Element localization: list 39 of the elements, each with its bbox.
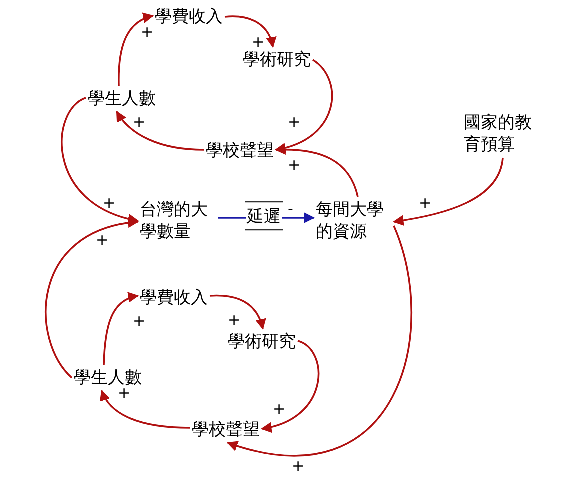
polarity-sign: + <box>133 115 146 130</box>
variable-label: 學校聲望 <box>206 140 274 162</box>
polarity-sign: + <box>273 402 286 417</box>
variable-label: 學術研究 <box>243 49 311 71</box>
polarity-sign: + <box>228 313 241 328</box>
arrow <box>45 218 140 379</box>
variable-label: 國家的教育預算 <box>464 112 540 156</box>
polarity-sign: + <box>288 115 301 130</box>
variable-label: 學費收入 <box>155 6 223 28</box>
variable-label: 學生人數 <box>74 367 142 389</box>
variable-label: 學費收入 <box>140 287 208 309</box>
variable-label: 學術研究 <box>228 331 296 353</box>
arrow <box>274 59 333 154</box>
polarity-sign: + <box>292 459 305 474</box>
arrow <box>118 14 154 86</box>
polarity-sign: + <box>96 233 109 248</box>
variable-label: 台灣的大學數量 <box>140 199 216 243</box>
polarity-sign: + <box>141 25 154 40</box>
arrow <box>103 292 140 366</box>
polarity-sign: + <box>252 35 265 50</box>
arrow <box>274 144 359 198</box>
variable-label: 每間大學的資源 <box>316 199 392 243</box>
arrow <box>210 294 266 330</box>
arrow <box>226 226 413 457</box>
arrow <box>100 390 190 429</box>
arrow <box>260 340 320 432</box>
polarity-sign: - <box>288 202 294 217</box>
variable-label: 學生人數 <box>88 88 156 110</box>
polarity-sign: + <box>288 158 301 173</box>
arrow <box>116 111 204 151</box>
arrow <box>224 16 276 48</box>
arrow <box>61 97 140 224</box>
polarity-sign: + <box>419 196 432 211</box>
edge-label: 延遲 <box>246 207 282 227</box>
arrow <box>392 158 504 226</box>
polarity-sign: + <box>103 196 116 211</box>
polarity-sign: + <box>118 386 131 401</box>
variable-label: 學校聲望 <box>192 419 260 441</box>
polarity-sign: + <box>133 314 146 329</box>
